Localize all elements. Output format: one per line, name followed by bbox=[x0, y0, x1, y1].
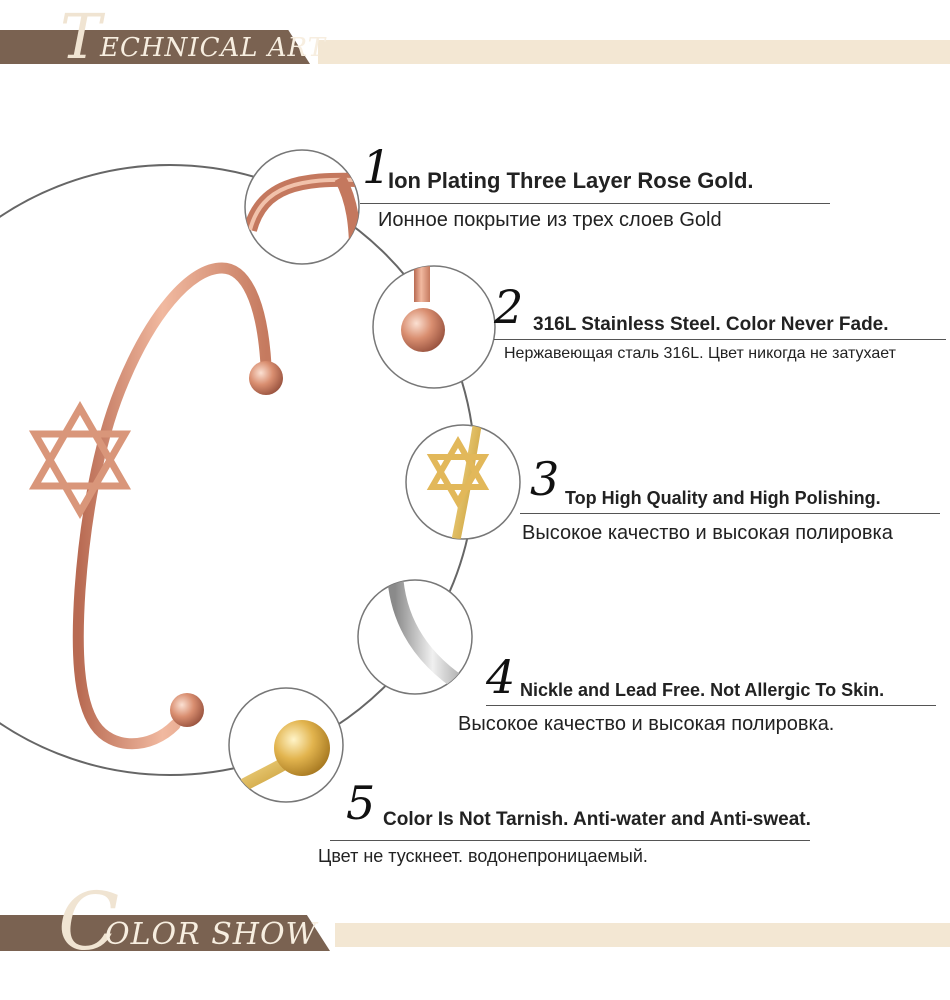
banner-title-initial: C bbox=[58, 875, 120, 968]
feature-3-title: Top High Quality and High Polishing. bbox=[565, 488, 881, 508]
banner-dark-band bbox=[0, 30, 310, 64]
feature-2-subtitle: Нержавеющая сталь 316L. Цвет никогда не … bbox=[504, 345, 896, 362]
feature-2-underline bbox=[494, 339, 946, 340]
feature-2-title: 316L Stainless Steel. Color Never Fade. bbox=[533, 314, 889, 335]
feature-2-number: 2 bbox=[494, 280, 524, 334]
banner-title-text: OLOR SHOW bbox=[105, 917, 318, 952]
feature-5-title: Color Is Not Tarnish. Anti-water and Ant… bbox=[383, 809, 811, 830]
detail-circle-1 bbox=[244, 149, 360, 265]
banner-title-text: ECHNICAL ART bbox=[100, 33, 327, 63]
feature-1-subtitle: Ионное покрытие из трех слоев Gold bbox=[378, 209, 722, 231]
detail-circle-3 bbox=[405, 424, 521, 540]
feature-4-underline bbox=[486, 705, 936, 706]
banner-dark-band bbox=[0, 915, 330, 951]
feature-1-title: Ion Plating Three Layer Rose Gold. bbox=[388, 168, 754, 193]
detail-circle-5 bbox=[228, 687, 344, 803]
feature-1-underline bbox=[360, 203, 830, 204]
feature-4-number: 4 bbox=[486, 650, 516, 704]
feature-5-subtitle: Цвет не тускнеет. водонепроницаемый. bbox=[318, 846, 648, 866]
feature-3-subtitle: Высокое качество и высокая полировка bbox=[522, 522, 893, 544]
color-show-banner: C OLOR SHOW bbox=[0, 875, 950, 968]
feature-3-number: 3 bbox=[530, 452, 560, 506]
technical-art-banner: T ECHNICAL ART bbox=[0, 0, 950, 73]
feature-5-underline bbox=[330, 840, 810, 841]
detail-circle-2 bbox=[372, 265, 496, 389]
banner-light-band bbox=[335, 923, 950, 947]
banner-light-band bbox=[318, 40, 950, 64]
banner-title-initial: T bbox=[60, 0, 102, 73]
feature-3-underline bbox=[520, 513, 940, 514]
bangle-image bbox=[28, 262, 283, 750]
feature-4-title: Nickle and Lead Free. Not Allergic To Sk… bbox=[520, 680, 885, 700]
feature-1-number: 1 bbox=[362, 140, 392, 194]
feature-5-number: 5 bbox=[346, 776, 376, 830]
feature-4-subtitle: Высокое качество и высокая полировка. bbox=[458, 713, 835, 735]
detail-circle-4 bbox=[357, 579, 473, 695]
